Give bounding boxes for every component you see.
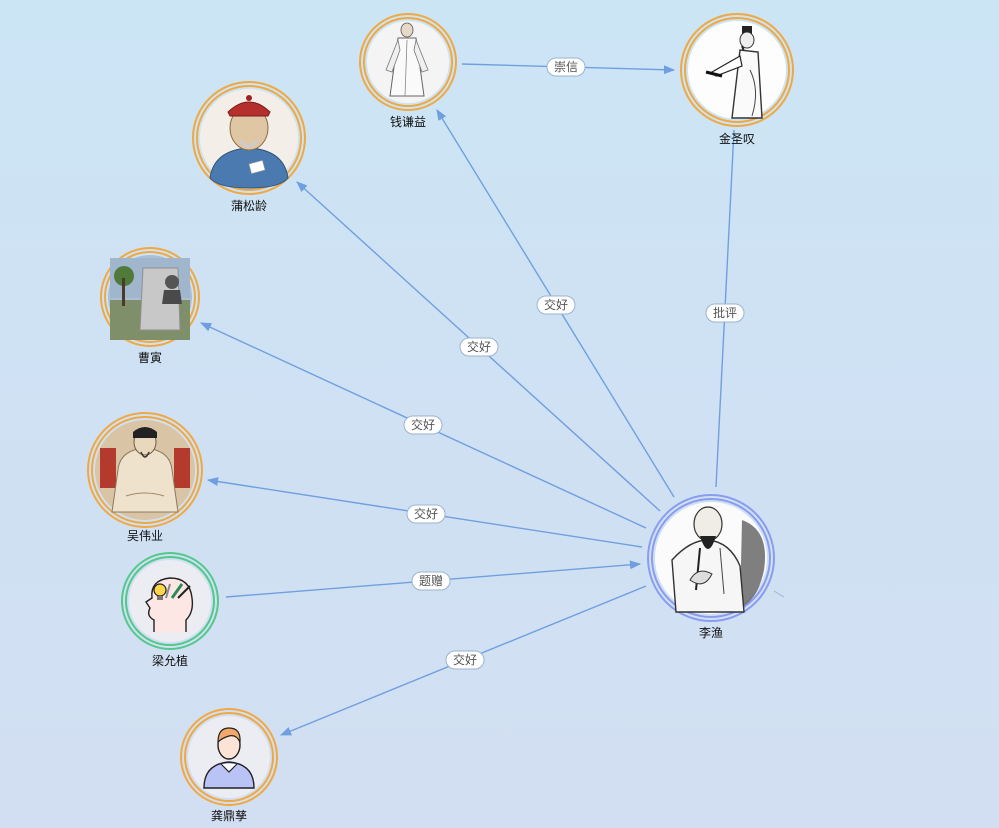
edge-label-li-jin[interactable]: 批评 <box>705 303 745 323</box>
node-cao[interactable]: 曹寅 <box>100 247 200 365</box>
edge-label-text: 交好 <box>544 297 568 312</box>
node-label: 钱谦益 <box>390 114 426 129</box>
edge-label-li-pu[interactable]: 交好 <box>459 337 499 357</box>
edge-label-li-gong[interactable]: 交好 <box>445 650 485 670</box>
node-pu[interactable]: 蒲松龄 <box>192 81 306 213</box>
edge-label-li-wu[interactable]: 交好 <box>406 504 446 524</box>
node-label: 龚鼎孳 <box>211 808 247 823</box>
node-li[interactable]: 李渔 <box>647 494 775 640</box>
edge-stub <box>773 590 785 598</box>
edge-label-text: 题赠 <box>419 574 443 588</box>
edge-label-li-cao[interactable]: 交好 <box>403 415 443 435</box>
portrait-ink-bald-scholar-icon <box>671 506 766 613</box>
photo-statue-monument-icon <box>110 258 190 340</box>
edge-label-text: 批评 <box>713 305 737 320</box>
node-label: 曹寅 <box>138 350 162 365</box>
node-wu[interactable]: 吴伟业 <box>87 412 203 543</box>
node-label: 梁允植 <box>152 653 188 668</box>
edge-label-qian-jin[interactable]: 崇信 <box>546 57 586 77</box>
node-label: 蒲松龄 <box>231 199 267 213</box>
edge-label-text: 交好 <box>411 417 435 432</box>
head-ideas-icon <box>145 577 194 632</box>
node-gong[interactable]: 龚鼎孳 <box>180 708 278 823</box>
node-label: 金圣叹 <box>719 131 755 146</box>
person-avatar-icon <box>203 727 255 789</box>
edge-label-text: 交好 <box>414 506 438 521</box>
edge-label-text: 交好 <box>467 339 491 354</box>
node-liang[interactable]: 梁允植 <box>121 552 219 668</box>
node-label: 吴伟业 <box>127 529 163 543</box>
nodes-layer: 钱谦益 金圣叹 <box>87 13 794 823</box>
portrait-seated-scholar-icon <box>100 427 190 513</box>
portrait-ink-scholar-icon <box>705 26 763 119</box>
node-label: 李渔 <box>699 625 723 640</box>
edge-label-liang-li[interactable]: 题赠 <box>411 571 451 591</box>
portrait-standing-robe-icon <box>385 22 429 97</box>
portrait-red-hat-official-icon <box>209 95 289 189</box>
edge-label-li-qian[interactable]: 交好 <box>536 295 576 315</box>
node-qian[interactable]: 钱谦益 <box>359 13 457 129</box>
edge-labels-layer: 崇信 交好 交好 交好 交好 题赠 交好 批评 <box>403 57 745 670</box>
edge-label-text: 崇信 <box>554 60 578 74</box>
edge-label-text: 交好 <box>453 652 477 667</box>
node-jin[interactable]: 金圣叹 <box>680 13 794 146</box>
